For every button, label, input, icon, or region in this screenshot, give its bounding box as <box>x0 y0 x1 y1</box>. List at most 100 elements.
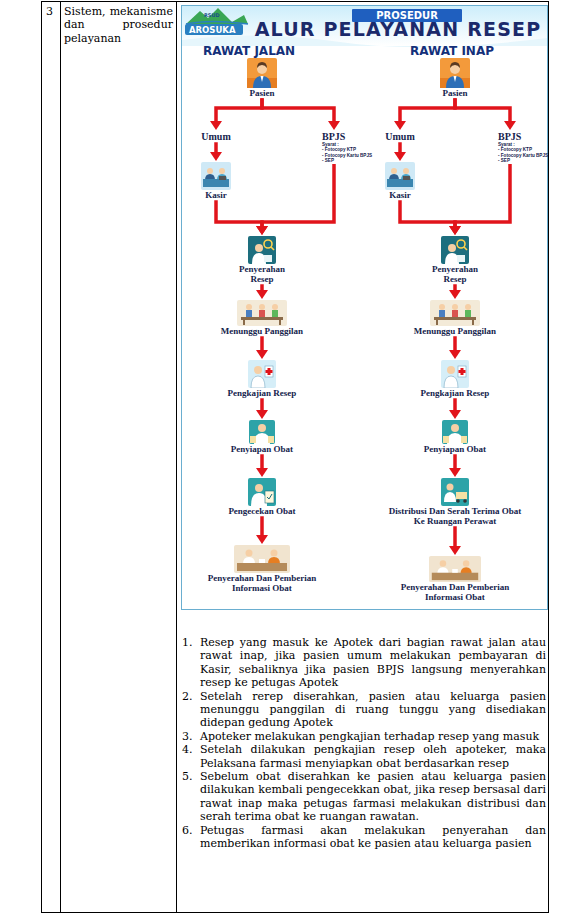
step-label: Pengecekan Obat <box>212 506 312 516</box>
arrow-line <box>400 202 455 227</box>
process-step: Pengkajian Resep <box>405 360 505 398</box>
arrow-head <box>256 468 268 477</box>
arrow-line <box>260 456 264 469</box>
column-heading: RAWAT JALAN <box>203 44 295 58</box>
flow-arrow <box>394 100 455 130</box>
step-label: Distribusi Dan Serah Terima Obat Ke Ruan… <box>388 506 523 526</box>
list-text: Setelah rerep diserahkan, pasien atau ke… <box>200 690 546 730</box>
process-step: Pengkajian Resep <box>212 360 312 398</box>
step-label: Penyerahan Resep <box>423 264 487 284</box>
process-step: Penyiapan Obat <box>405 420 505 454</box>
arrow-head <box>449 290 461 299</box>
process-step: Distribusi Dan Serah Terima Obat Ke Ruan… <box>388 478 523 526</box>
flow-arrow <box>210 100 262 130</box>
arrow-head <box>328 121 340 130</box>
icon-space <box>390 556 520 582</box>
requirement-text: - Fotocopy KTP <box>498 147 546 152</box>
arrow-line <box>260 286 264 291</box>
step-label: Kasir <box>375 190 425 200</box>
arrow-line <box>260 518 264 536</box>
icon-space <box>202 300 322 326</box>
step-label: Umum <box>196 131 236 142</box>
step-label: Pasien <box>425 88 485 98</box>
arrow-head <box>449 226 461 235</box>
requirement-text: - SEP <box>322 158 382 163</box>
list-item: 2.Setelah rerep diserahkan, pasien atau … <box>182 690 546 730</box>
list-text: Sebelum obat diserahkan ke pasien atau k… <box>200 770 546 824</box>
requirement-text: - Fotocopy KTP <box>322 147 382 152</box>
flow-arrow <box>256 286 268 299</box>
list-number: 1. <box>182 636 200 690</box>
process-step: Menunggu Panggilan <box>202 300 322 336</box>
requirement-text: - Fotocopy Kartu BPJS <box>322 153 382 158</box>
arrow-line <box>262 100 334 122</box>
arrow-head <box>256 410 268 419</box>
icon-space <box>212 360 312 388</box>
step-label: Pengkajian Resep <box>405 388 505 398</box>
list-number: 4. <box>182 743 200 770</box>
table-border <box>42 2 549 913</box>
flow-arrow <box>256 338 268 359</box>
logo-text: AROSUKA <box>189 25 236 35</box>
prescription-icon <box>248 236 276 264</box>
arrow-head <box>256 226 268 235</box>
arrow-head <box>504 121 516 130</box>
review-icon <box>248 360 276 388</box>
icon-space <box>230 236 294 264</box>
arrow-line <box>453 456 457 469</box>
logo-band <box>185 24 243 35</box>
arrow-line <box>453 286 457 291</box>
arrow-head <box>449 468 461 477</box>
arrow-line <box>214 144 218 153</box>
arrow-head <box>449 546 461 555</box>
list-item: 3.Apoteker melakukan pengkajian terhadap… <box>182 730 546 743</box>
flow-arrow <box>210 144 222 161</box>
arrow-line <box>262 166 334 227</box>
process-step: Penyerahan Dan Pemberian Informasi Obat <box>197 545 327 593</box>
flow-arrow <box>256 518 268 544</box>
prescription-icon <box>441 236 469 264</box>
arrow-head <box>449 226 461 235</box>
process-step: Kasir <box>191 162 241 200</box>
table-column-line <box>60 2 61 913</box>
step-label: Pasien <box>232 88 292 98</box>
list-item: 1.Resep yang masuk ke Apotek dari bagian… <box>182 636 546 690</box>
list-text: Resep yang masuk ke Apotek dari bagian r… <box>200 636 546 690</box>
row-heading: Sistem, mekanisme dan prosedur pelayanan <box>64 5 173 45</box>
step-label: Pengkajian Resep <box>212 388 312 398</box>
arrow-line <box>453 338 457 351</box>
flow-arrow <box>216 202 268 235</box>
waiting-icon <box>430 300 480 326</box>
icon-space <box>212 420 312 444</box>
prepare-icon <box>442 420 468 444</box>
logo-mountain <box>186 8 248 24</box>
cashier-icon <box>201 162 231 190</box>
icon-space <box>375 162 425 190</box>
process-step: Kasir <box>375 162 425 200</box>
list-number: 3. <box>182 730 200 743</box>
table-column-line <box>176 2 177 913</box>
arrow-line <box>216 202 262 227</box>
list-number: 6. <box>182 824 200 851</box>
list-text: Apoteker melakukan pengkajian terhadap r… <box>200 730 546 743</box>
step-label: Penyiapan Obat <box>405 444 505 454</box>
cashier-icon <box>385 162 415 190</box>
column-heading: RAWAT INAP <box>410 44 494 58</box>
icon-space <box>388 478 523 506</box>
arrow-head <box>256 350 268 359</box>
flow-arrow <box>449 528 461 555</box>
step-label: Penyerahan Dan Pemberian Informasi Obat <box>390 582 520 602</box>
icon-space <box>425 58 485 88</box>
list-item: 6.Petugas farmasi akan melakukan penyera… <box>182 824 546 851</box>
process-step: Umum <box>380 131 420 142</box>
arrow-head <box>256 290 268 299</box>
patient-icon <box>440 58 470 88</box>
arrow-head <box>210 121 222 130</box>
process-step: Penyiapan Obat <box>212 420 312 454</box>
flow-arrow <box>256 166 334 235</box>
icon-space <box>405 420 505 444</box>
flow-arrow <box>256 400 268 419</box>
arrow-head <box>394 121 406 130</box>
list-text: Setelah dilakukan pengkajian resep oleh … <box>200 743 546 770</box>
